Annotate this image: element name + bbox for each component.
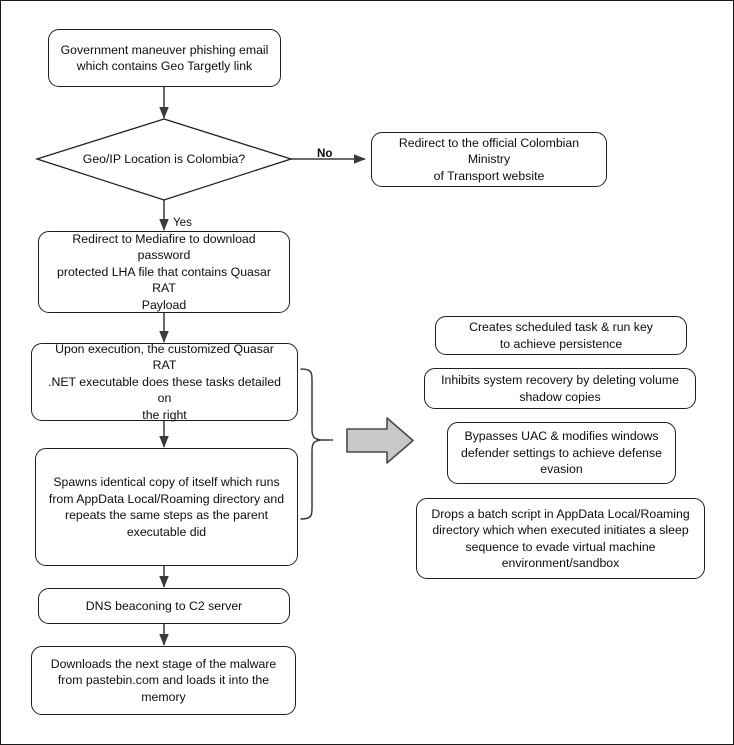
- node-task-batch-script[interactable]: Drops a batch script in AppData Local/Ro…: [416, 498, 705, 579]
- node-mediafire-download[interactable]: Redirect to Mediafire to download passwo…: [38, 231, 290, 313]
- edge-label-no: No: [317, 147, 333, 160]
- node-dns-beaconing[interactable]: DNS beaconing to C2 server: [38, 588, 290, 624]
- node-task-uac-bypass-label: Bypasses UAC & modifies windows defender…: [461, 429, 662, 477]
- node-task-shadow-copies-label: Inhibits system recovery by deleting vol…: [441, 373, 679, 404]
- node-geo-decision[interactable]: Geo/IP Location is Colombia?: [37, 119, 291, 200]
- node-mediafire-download-label: Redirect to Mediafire to download passwo…: [57, 231, 271, 312]
- node-spawns-copy[interactable]: Spawns identical copy of itself which ru…: [35, 448, 298, 566]
- edge-label-yes: Yes: [173, 216, 192, 229]
- node-task-persistence[interactable]: Creates scheduled task & run key to achi…: [435, 316, 687, 355]
- node-downloads-next-stage[interactable]: Downloads the next stage of the malware …: [31, 646, 296, 715]
- node-phishing-email-label: Government maneuver phishing email which…: [60, 42, 269, 74]
- node-task-batch-script-label: Drops a batch script in AppData Local/Ro…: [431, 506, 690, 571]
- block-arrow-icon: [346, 417, 414, 464]
- grouping-brace: [300, 368, 333, 520]
- node-spawns-copy-label: Spawns identical copy of itself which ru…: [48, 475, 285, 539]
- node-upon-execution-label: Upon execution, the customized Quasar RA…: [48, 341, 281, 422]
- node-task-persistence-label: Creates scheduled task & run key to achi…: [469, 320, 653, 351]
- node-downloads-next-stage-label: Downloads the next stage of the malware …: [50, 656, 277, 704]
- node-phishing-email[interactable]: Government maneuver phishing email which…: [48, 29, 281, 87]
- node-geo-decision-label: Geo/IP Location is Colombia?: [82, 152, 246, 167]
- node-task-uac-bypass[interactable]: Bypasses UAC & modifies windows defender…: [447, 422, 676, 484]
- node-dns-beaconing-label: DNS beaconing to C2 server: [85, 598, 243, 613]
- node-ministry-redirect-label: Redirect to the official Colombian Minis…: [398, 135, 580, 183]
- node-upon-execution[interactable]: Upon execution, the customized Quasar RA…: [31, 341, 298, 422]
- node-task-shadow-copies[interactable]: Inhibits system recovery by deleting vol…: [424, 368, 696, 409]
- node-ministry-redirect[interactable]: Redirect to the official Colombian Minis…: [371, 132, 607, 187]
